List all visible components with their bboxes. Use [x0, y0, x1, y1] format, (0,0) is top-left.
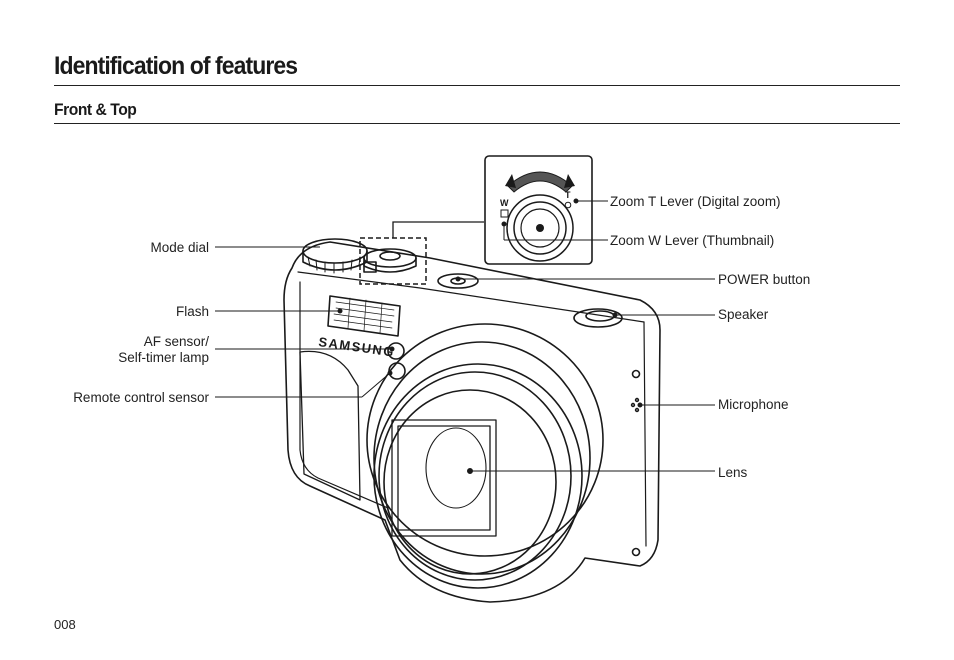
label-flash: Flash	[175, 304, 209, 319]
thumbnail-icon	[500, 209, 509, 218]
microphone-hole	[630, 402, 636, 408]
inset-connector-line	[392, 221, 484, 238]
grip	[299, 350, 361, 501]
label-power: POWER button	[718, 272, 811, 287]
label-lens: Lens	[718, 465, 748, 480]
af-sensor-shape	[387, 342, 405, 360]
shutter-area	[363, 248, 417, 273]
camera-right-edge	[643, 321, 647, 547]
label-remote-sensor: Remote control sensor	[73, 390, 209, 405]
microphone-hole	[634, 407, 640, 413]
camera-body-inner	[299, 281, 389, 509]
lens-barrel	[366, 323, 604, 589]
camera-top-edge	[297, 271, 645, 323]
zoom-lever-inset: W T	[484, 155, 593, 265]
magnifier-icon	[564, 201, 572, 209]
title-rule	[54, 85, 900, 86]
mode-dial-shape	[302, 238, 368, 274]
label-zoom-w: Zoom W Lever (Thumbnail)	[610, 233, 775, 248]
flash-shape	[327, 295, 401, 337]
label-zoom-t: Zoom T Lever (Digital zoom)	[610, 194, 781, 209]
section-rule	[54, 123, 900, 124]
microphone-hole	[634, 397, 640, 403]
screw-icon	[631, 369, 641, 379]
zoom-w-mark: W	[500, 198, 509, 208]
camera-body-outline	[283, 241, 661, 603]
zoom-t-mark: T	[565, 190, 571, 200]
label-speaker: Speaker	[718, 307, 769, 322]
label-microphone: Microphone	[718, 397, 789, 412]
label-mode-dial: Mode dial	[150, 240, 209, 255]
page-number: 008	[54, 617, 76, 632]
screw-icon	[631, 547, 641, 557]
label-af-sensor-line2: Self-timer lamp	[118, 350, 209, 365]
page-title: Identification of features	[54, 52, 298, 80]
section-title: Front & Top	[54, 100, 137, 119]
label-af-sensor-line1: AF sensor/	[143, 334, 209, 349]
